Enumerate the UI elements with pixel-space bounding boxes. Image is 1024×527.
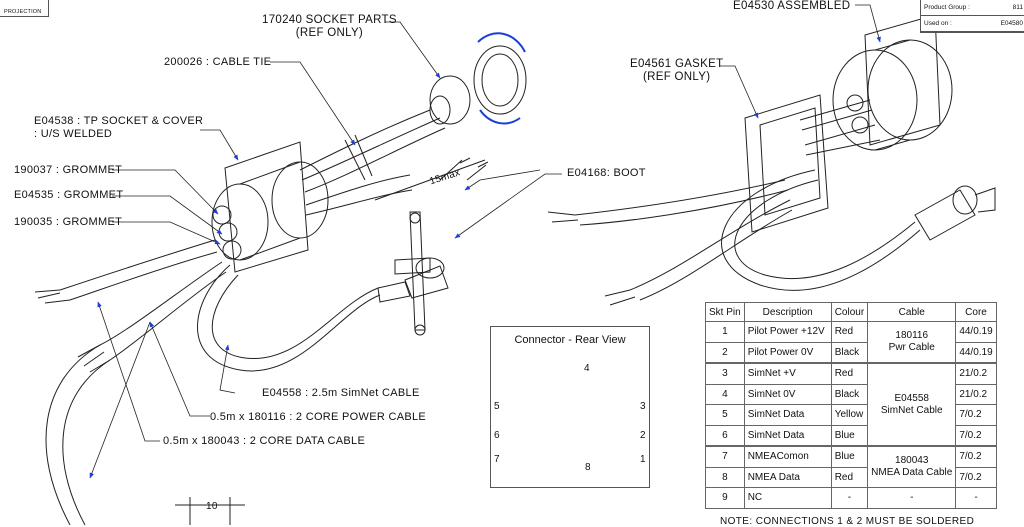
callout-gasket: E04561 GASKET (REF ONLY) — [630, 58, 724, 83]
pin-cell: 3 — [705, 362, 745, 385]
colour-cell: Black — [830, 341, 869, 364]
title-block: Product Group : 811 Used on : E04580 — [920, 0, 1024, 33]
pin-label-7: 7 — [494, 454, 500, 465]
table-row: 6 SimNet Data Blue 7/0.2 — [705, 424, 997, 447]
projection-label: PROJECTION — [4, 9, 42, 15]
table-row: 9 NC - - - — [705, 487, 997, 509]
callout-power-cable: 0.5m x 180116 : 2 CORE POWER CABLE — [210, 411, 427, 423]
callout-cable-tie: 200026 : CABLE TIE — [164, 56, 272, 68]
assembled-flange — [864, 14, 941, 146]
pin-label-4: 4 — [584, 363, 590, 374]
used-on-row: Used on : E04580 — [921, 16, 1024, 32]
cable-cell-nc: - — [867, 487, 957, 509]
table-row: 3 SimNet +V Red E04558 SimNet Cable 21/0… — [705, 362, 997, 447]
callout-assembled: E04530 ASSEMBLED — [733, 0, 851, 12]
core-cell: 7/0.2 — [955, 466, 997, 488]
table-header-row: Skt Pin Description Colour Cable Core — [705, 302, 997, 322]
used-on-value: E04580 — [1000, 20, 1023, 27]
gasket-shape — [744, 94, 829, 233]
pin-label-5: 5 — [494, 401, 500, 412]
power-cable-outline — [109, 271, 227, 361]
colour-cell: Blue — [830, 424, 869, 447]
description-cell: SimNet Data — [743, 424, 832, 447]
table-row: 1 Pilot Power +12V Red 180116 Pwr Cable … — [705, 321, 997, 364]
solder-note: NOTE: CONNECTIONS 1 & 2 MUST BE SOLDERED — [720, 516, 975, 527]
pin-cell: 5 — [705, 404, 745, 426]
description-cell: NMEA Data — [743, 466, 832, 488]
description-cell: Pilot Power +12V — [743, 321, 832, 343]
header-skt-pin: Skt Pin — [705, 302, 745, 322]
table-row: 2 Pilot Power 0V Black 44/0.19 — [705, 341, 997, 364]
description-cell: NC — [743, 487, 832, 509]
callout-tp-socket: E04538 : TP SOCKET & COVER : U/S WELDED — [34, 115, 204, 140]
pin-label-6: 6 — [494, 430, 500, 441]
colour-cell: - — [830, 487, 869, 509]
core-cell: 21/0.2 — [955, 383, 997, 405]
socket-flange — [224, 141, 309, 273]
locking-ring — [473, 45, 527, 115]
pin-cell: 1 — [705, 321, 745, 343]
simnet-cable-outline — [197, 264, 381, 372]
description-cell: SimNet +V — [743, 362, 832, 385]
core-cell: 7/0.2 — [955, 404, 997, 426]
rear-view-title: Connector - Rear View — [514, 334, 626, 346]
colour-cell: Blue — [830, 445, 869, 468]
header-core: Core — [955, 302, 997, 322]
core-cell: - — [955, 487, 997, 509]
table-row: 5 SimNet Data Yellow 7/0.2 — [705, 404, 997, 426]
product-group-row: Product Group : 811 — [921, 0, 1024, 16]
pin-cell: 2 — [705, 341, 745, 364]
description-cell: SimNet Data — [743, 404, 832, 426]
callout-boot: E04168: BOOT — [567, 167, 646, 179]
pin-label-2: 2 — [640, 430, 646, 441]
long-cable — [45, 344, 101, 525]
pin-label-3: 3 — [640, 401, 646, 412]
pin-label-1: 1 — [640, 454, 646, 465]
product-group-value: 811 — [1012, 4, 1023, 11]
callout-simnet-cable: E04558 : 2.5m SimNet CABLE — [262, 387, 420, 399]
cable-cell-simnet: E04558 SimNet Cable — [867, 362, 957, 447]
power-cable-outline — [99, 261, 223, 346]
colour-cell: Red — [830, 466, 869, 488]
callout-grommet-e04535: E04535 : GROMMET — [14, 189, 124, 201]
header-cable: Cable — [867, 302, 957, 322]
description-cell: NMEAComon — [743, 445, 832, 468]
data-cable-outline — [69, 251, 218, 301]
description-cell: SimNet 0V — [743, 383, 832, 405]
product-group-label: Product Group : — [924, 4, 970, 11]
table-row: 7 NMEAComon Blue 180043 NMEA Data Cable … — [705, 445, 997, 488]
core-cell: 7/0.2 — [955, 424, 997, 447]
callout-socket-parts: 170240 SOCKET PARTS (REF ONLY) — [262, 14, 397, 39]
pin-cell: 4 — [705, 383, 745, 405]
pin-cell: 8 — [705, 466, 745, 488]
pin-cell: 6 — [705, 424, 745, 447]
colour-cell: Red — [830, 362, 869, 385]
callout-data-cable: 0.5m x 180043 : 2 CORE DATA CABLE — [163, 435, 366, 447]
connector-rear-view-box: Connector - Rear View — [490, 326, 650, 488]
colour-cell: Black — [830, 383, 869, 405]
used-on-label: Used on : — [924, 20, 952, 27]
data-cable-outline — [59, 239, 216, 291]
callout-grommet-190035: 190035 : GROMMET — [14, 216, 123, 228]
colour-cell: Yellow — [830, 404, 869, 426]
pin-label-8: 8 — [585, 462, 591, 473]
description-cell: Pilot Power 0V — [743, 341, 832, 364]
cable-cell-power: 180116 Pwr Cable — [867, 321, 957, 364]
pin-cell: 7 — [705, 445, 745, 468]
pin-assignment-table: Skt Pin Description Colour Cable Core 1 … — [705, 302, 997, 509]
pin-cell: 9 — [705, 487, 745, 509]
cable-cell-nmea: 180043 NMEA Data Cable — [867, 445, 957, 488]
header-description: Description — [743, 302, 832, 322]
core-cell: 44/0.19 — [955, 341, 997, 364]
header-colour: Colour — [830, 302, 869, 322]
core-cell: 7/0.2 — [955, 445, 997, 468]
colour-cell: Red — [830, 321, 869, 343]
callout-grommet-190037: 190037 : GROMMET — [14, 164, 123, 176]
core-cell: 44/0.19 — [955, 321, 997, 343]
core-cell: 21/0.2 — [955, 362, 997, 385]
cable-tie-shape — [344, 134, 373, 181]
projection-symbol: PROJECTION — [0, 0, 49, 17]
dimension-10: 10 — [206, 501, 218, 512]
